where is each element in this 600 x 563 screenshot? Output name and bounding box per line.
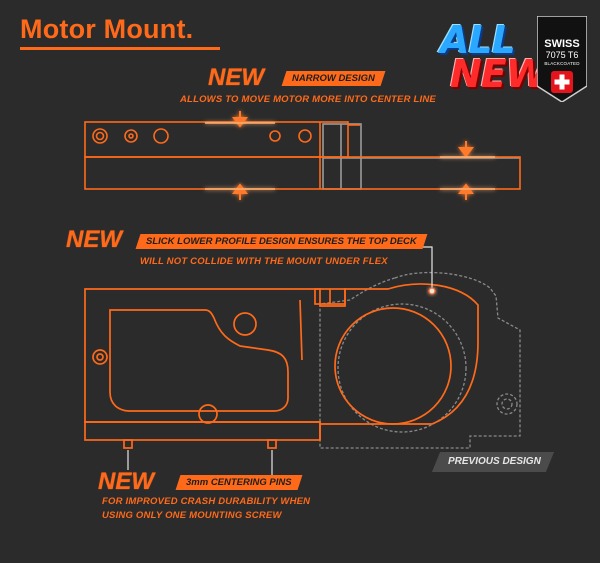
slick-profile-tag: SLICK LOWER PROFILE DESIGN ENSURES THE T… xyxy=(135,234,428,249)
centering-pins-tag: 3mm CENTERING PINS xyxy=(175,475,303,490)
all-new-badge-all: ALL xyxy=(440,18,516,62)
centering-pins-caption-1: FOR IMPROVED CRASH DURABILITY WHEN xyxy=(102,496,311,507)
new-label-slick: NEW xyxy=(66,226,122,253)
coating-text: BLACKCOATED xyxy=(544,61,580,66)
centering-pins-caption-2: USING ONLY ONE MOUNTING SCREW xyxy=(102,510,282,521)
top-view-mount xyxy=(84,121,521,190)
all-new-badge-new: NEW xyxy=(450,52,548,96)
page-title: Motor Mount. xyxy=(20,14,194,44)
swiss-text: SWISS xyxy=(544,38,580,50)
swiss-badge: SWISS 7075 T6 BLACKCOATED xyxy=(537,16,587,102)
arrow-icon xyxy=(205,111,495,200)
new-label-narrow: NEW xyxy=(208,64,264,91)
narrow-design-headline: NARROW DESIGN xyxy=(292,73,375,84)
narrow-design-tag: NARROW DESIGN xyxy=(281,71,386,86)
alloy-text: 7075 T6 xyxy=(545,50,579,60)
slick-profile-caption: WILL NOT COLLIDE WITH THE MOUNT UNDER FL… xyxy=(140,256,388,267)
swiss-badge-shape xyxy=(537,16,587,102)
new-label-pins: NEW xyxy=(98,468,154,495)
previous-design-label: PREVIOUS DESIGN xyxy=(448,456,541,467)
slick-profile-leader xyxy=(418,246,433,289)
plan-view-mount xyxy=(84,283,479,449)
top-view-base xyxy=(84,156,521,190)
narrow-design-caption: ALLOWS TO MOVE MOTOR MORE INTO CENTER LI… xyxy=(180,94,436,105)
slick-profile-headline: SLICK LOWER PROFILE DESIGN ENSURES THE T… xyxy=(146,236,417,247)
plan-view-old-outline xyxy=(319,271,521,449)
centering-pins-headline: 3mm CENTERING PINS xyxy=(186,477,292,488)
title-underline xyxy=(20,47,220,50)
top-view-plate xyxy=(84,121,349,158)
